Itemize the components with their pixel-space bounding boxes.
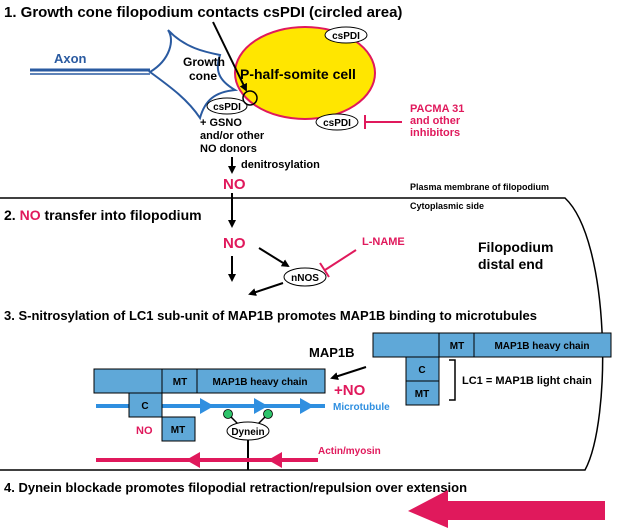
map1b-label: MAP1B bbox=[309, 345, 355, 360]
pacma-line-2: and other bbox=[410, 115, 461, 127]
mt-left-label: MT bbox=[173, 377, 187, 388]
cspdi-contact-oval bbox=[206, 97, 248, 115]
lc-left-c-box bbox=[128, 392, 163, 418]
gsno-line-1: + GSNO bbox=[200, 117, 242, 129]
pacma-line-1: PACMA 31 bbox=[410, 103, 464, 115]
cspdi-right-label: csPDI bbox=[323, 118, 351, 129]
microtubule-arrow-1 bbox=[200, 398, 214, 414]
p-half-somite-label: P-half-somite cell bbox=[240, 66, 356, 82]
axon-label: Axon bbox=[54, 51, 87, 66]
filopodium-distal-1: Filopodium bbox=[478, 239, 553, 255]
dynein-label: Dynein bbox=[231, 427, 264, 438]
cytoplasmic-side-label: Cytoplasmic side bbox=[410, 201, 484, 211]
microtubule-arrow-3 bbox=[300, 398, 314, 414]
step2-no: NO bbox=[20, 207, 41, 223]
contact-circle bbox=[242, 90, 258, 106]
lc1-label: LC1 = MAP1B light chain bbox=[462, 375, 592, 387]
step1-title: 1. Growth cone filopodium contacts csPDI… bbox=[4, 4, 402, 21]
heavy-chain-left-box bbox=[93, 368, 326, 394]
cspdi-top-label: csPDI bbox=[332, 31, 360, 42]
microtubule-label: Microtubule bbox=[333, 402, 390, 413]
plasma-membrane-line bbox=[0, 197, 604, 471]
no-second-label: NO bbox=[223, 235, 246, 252]
lc-left-mt-box bbox=[161, 416, 196, 442]
contact-arrow bbox=[212, 21, 247, 92]
c-left-label: C bbox=[141, 401, 148, 412]
growth-cone bbox=[148, 29, 239, 121]
plus-no-label: +NO bbox=[334, 382, 366, 399]
step2-title: 2. NO transfer into filopodium bbox=[4, 207, 202, 223]
nnos-oval bbox=[283, 267, 327, 287]
microtubule-arrow-2 bbox=[254, 398, 268, 414]
heavy-right-label: MAP1B heavy chain bbox=[494, 341, 589, 352]
right-to-left-arrow bbox=[330, 366, 367, 380]
lc1-bracket bbox=[449, 359, 456, 401]
nnos-label: nNOS bbox=[291, 273, 319, 284]
actin-label: Actin/myosin bbox=[318, 446, 381, 457]
pacma-line-3: inhibitors bbox=[410, 127, 460, 139]
c-right-label: C bbox=[418, 365, 425, 376]
gsno-line-3: NO donors bbox=[200, 143, 257, 155]
filopodium-distal-2: distal end bbox=[478, 256, 543, 272]
cspdi-contact-label: csPDI bbox=[213, 102, 241, 113]
lc-right-mt-box bbox=[405, 380, 440, 406]
mt-right-label: MT bbox=[450, 341, 464, 352]
actin-arrow-1 bbox=[186, 452, 200, 468]
growth-cone-label-1: Growth bbox=[183, 55, 225, 69]
cspdi-right-oval bbox=[315, 113, 359, 131]
step2-title-text: transfer into filopodium bbox=[41, 207, 202, 223]
denitrosylation-label: denitrosylation bbox=[241, 159, 320, 171]
lname-inhibit-line bbox=[324, 249, 357, 271]
dynein-head-right bbox=[263, 409, 273, 419]
heavy-chain-right-box bbox=[372, 332, 612, 358]
growth-cone-label-2: cone bbox=[189, 69, 217, 83]
step4-title: 4. Dynein blockade promotes filopodial r… bbox=[4, 480, 467, 495]
p-half-somite-cell bbox=[234, 26, 376, 120]
gsno-line-2: and/or other bbox=[200, 130, 265, 142]
retraction-arrow bbox=[408, 490, 605, 528]
no-to-nnos-arrow bbox=[258, 247, 290, 268]
dynein-head-left bbox=[223, 409, 233, 419]
heavy-left-label: MAP1B heavy chain bbox=[212, 377, 307, 388]
step3-title: 3. S-nitrosylation of LC1 sub-unit of MA… bbox=[4, 308, 537, 323]
mt-right-lc-label: MT bbox=[415, 389, 429, 400]
mt-left-lc-label: MT bbox=[171, 425, 185, 436]
nnos-to-no-arrow bbox=[248, 282, 284, 296]
lname-label: L-NAME bbox=[362, 236, 405, 248]
no-top-label: NO bbox=[223, 176, 246, 193]
cspdi-top-oval bbox=[324, 26, 368, 44]
no-left-label: NO bbox=[136, 425, 153, 437]
actin-arrow-2 bbox=[268, 452, 282, 468]
lname-inhibit-bar bbox=[319, 262, 330, 278]
plasma-membrane-label: Plasma membrane of filopodium bbox=[410, 182, 549, 192]
